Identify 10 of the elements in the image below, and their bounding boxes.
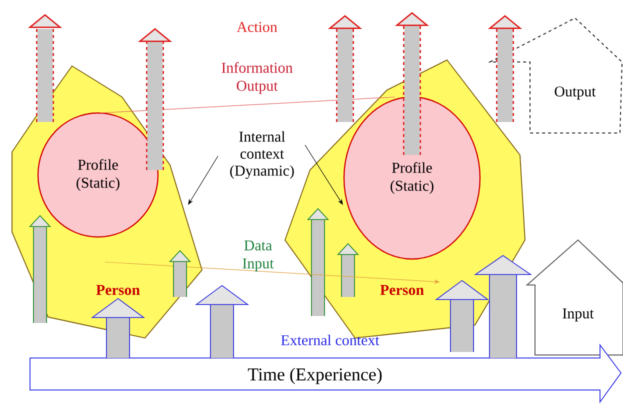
- node-label: Time (Experience): [248, 368, 382, 384]
- label-text: Information Output: [222, 62, 293, 94]
- node-label: Person: [96, 285, 140, 295]
- annotation-text: Internal context (Dynamic): [230, 131, 294, 179]
- arrow: [304, 144, 343, 205]
- label-text: External context: [281, 334, 380, 346]
- arrow: [188, 156, 218, 205]
- node-label: Person: [380, 285, 424, 295]
- label-text: Data Input: [242, 240, 274, 272]
- label-text: Action: [236, 22, 278, 32]
